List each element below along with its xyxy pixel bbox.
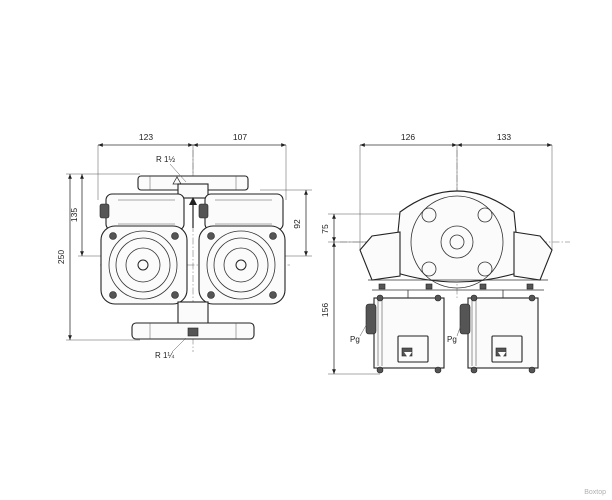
pump-housing-right	[198, 225, 286, 305]
side-flange	[393, 190, 521, 289]
dim-75: 75	[320, 224, 330, 234]
dim-126: 126	[401, 132, 415, 142]
front-view: 123 107 250 135 92	[56, 132, 312, 360]
flow-arrow-icon	[189, 197, 197, 228]
side-motor-right	[459, 294, 539, 374]
bottom-flange	[131, 301, 255, 340]
dim-92: 92	[292, 219, 302, 229]
pump-housing-left	[100, 225, 188, 305]
label-thread-top: R 1½	[156, 155, 175, 164]
side-housing	[359, 231, 553, 291]
dim-123: 123	[139, 132, 153, 142]
dim-156: 156	[320, 303, 330, 317]
side-view: 126 133 75 156	[320, 132, 570, 375]
label-pg-left: Pg	[350, 335, 360, 344]
motor-head-right	[198, 193, 284, 231]
label-thread-bottom: R 1¼	[155, 351, 174, 360]
front-top-dimension: 123 107	[97, 132, 287, 200]
motor-head-left	[99, 193, 185, 231]
watermark: Boxtop	[584, 489, 606, 496]
dim-135: 135	[69, 208, 79, 222]
warning-triangle-icon	[172, 176, 182, 185]
side-motor-left	[365, 294, 445, 374]
front-left-dimension: 250 135	[56, 173, 140, 341]
dim-250: 250	[56, 250, 66, 264]
dim-107: 107	[233, 132, 247, 142]
label-pg-right: Pg	[447, 335, 457, 344]
top-flange	[137, 175, 249, 199]
dim-133: 133	[497, 132, 511, 142]
